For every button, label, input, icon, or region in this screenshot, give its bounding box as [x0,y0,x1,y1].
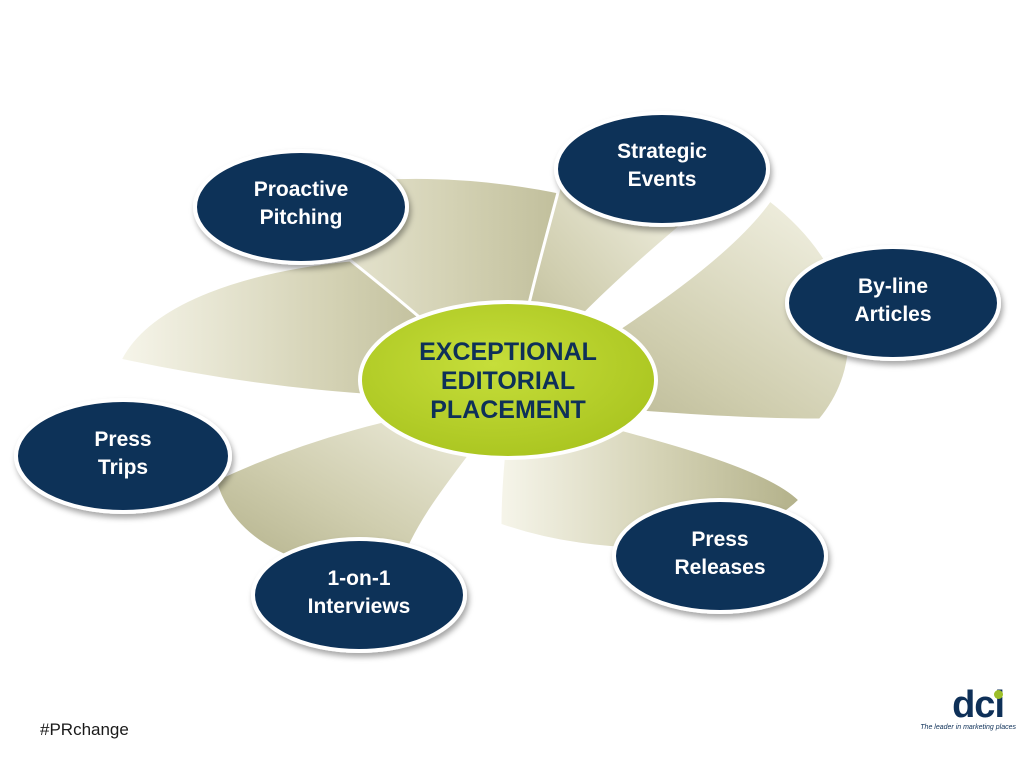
node-press-trips-line-1: Press [94,428,151,451]
hashtag-footer: #PRchange [40,720,129,739]
node-press-releases-line-1: Press [691,528,748,551]
node-by-line-articles-line-1: By-line [858,275,928,298]
node-proactive-pitching: Proactive Pitching [193,149,409,265]
node-proactive-pitching-line-2: Pitching [260,206,343,229]
node-press-trips: Press Trips [14,398,232,514]
center-line-1: EXCEPTIONAL [419,338,597,366]
node-proactive-pitching-line-1: Proactive [254,178,349,201]
center-line-2: EDITORIAL [441,367,575,395]
node-1-on-1-interviews-line-2: Interviews [308,595,411,618]
node-by-line-articles-line-2: Articles [854,303,931,326]
node-1-on-1-interviews: 1-on-1 Interviews [251,537,467,653]
node-1-on-1-interviews-line-1: 1-on-1 [328,567,391,590]
logo-tagline: The leader in marketing places [920,724,1016,731]
center-line-3: PLACEMENT [430,396,586,424]
logo-dot-icon [994,690,1003,699]
dci-logo: dci The leader in marketing places [886,686,1016,738]
node-strategic-events-line-2: Events [628,168,697,191]
node-by-line-articles: By-line Articles [785,245,1001,361]
node-press-releases-line-2: Releases [674,556,765,579]
node-strategic-events-line-1: Strategic [617,140,707,163]
center-node: EXCEPTIONAL EDITORIAL PLACEMENT [358,300,658,460]
node-press-releases: Press Releases [612,498,828,614]
node-press-trips-line-2: Trips [98,456,148,479]
node-strategic-events: Strategic Events [554,111,770,227]
